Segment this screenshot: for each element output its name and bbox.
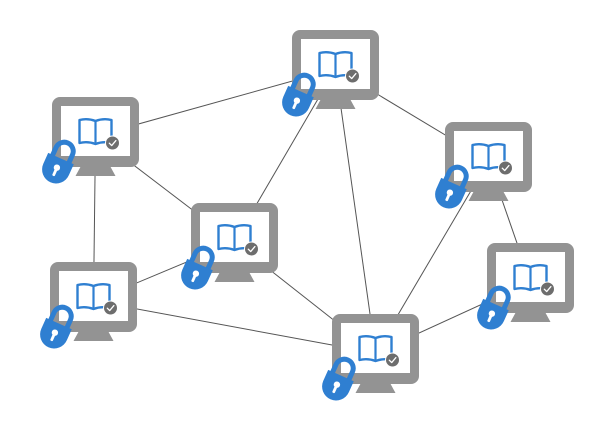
computer-node-4[interactable]: Computer 4: [177, 203, 278, 294]
check-badge-icon: [345, 68, 360, 84]
computer-node-5[interactable]: Computer 5: [36, 262, 137, 353]
edges-layer: [93, 68, 531, 354]
padlock-icon: [282, 72, 316, 117]
check-badge-icon: [244, 241, 259, 257]
network-edge-n5-n7: [93, 300, 376, 354]
book-icon: [358, 335, 393, 363]
padlock-icon: [42, 139, 76, 184]
book-icon: [318, 51, 353, 79]
book-icon: [78, 118, 113, 146]
check-badge-icon: [103, 300, 118, 316]
computer-node-1[interactable]: Computer 1: [278, 30, 379, 121]
monitor-stand: [355, 382, 396, 393]
monitor-stand: [468, 190, 509, 201]
check-badge-icon: [105, 135, 120, 151]
computer-node-7[interactable]: Computer 7: [318, 314, 419, 405]
check-badge-icon: [498, 160, 513, 176]
book-icon: [513, 264, 548, 292]
padlock-icon: [40, 304, 74, 349]
book-icon: [471, 143, 506, 171]
book-icon: [76, 283, 111, 311]
computer-node-3[interactable]: Computer 3: [431, 122, 532, 213]
monitor-stand: [315, 98, 356, 109]
monitor-stand: [510, 311, 551, 322]
padlock-icon: [181, 245, 215, 290]
check-badge-icon: [385, 352, 400, 368]
monitor-stand: [214, 271, 255, 282]
computer-node-2[interactable]: Computer 2: [38, 97, 139, 188]
padlock-icon: [435, 164, 469, 209]
padlock-icon: [322, 356, 356, 401]
monitor-stand: [73, 330, 114, 341]
check-badge-icon: [540, 281, 555, 297]
book-icon: [217, 224, 252, 252]
computer-node-6[interactable]: Computer 6: [473, 243, 574, 334]
padlock-icon: [477, 285, 511, 330]
nodes-layer: Computer 1 Computer 2 Computer 3 Computer 4…: [36, 30, 574, 405]
network-edge-n1-n7: [335, 68, 376, 354]
monitor-stand: [75, 165, 116, 176]
